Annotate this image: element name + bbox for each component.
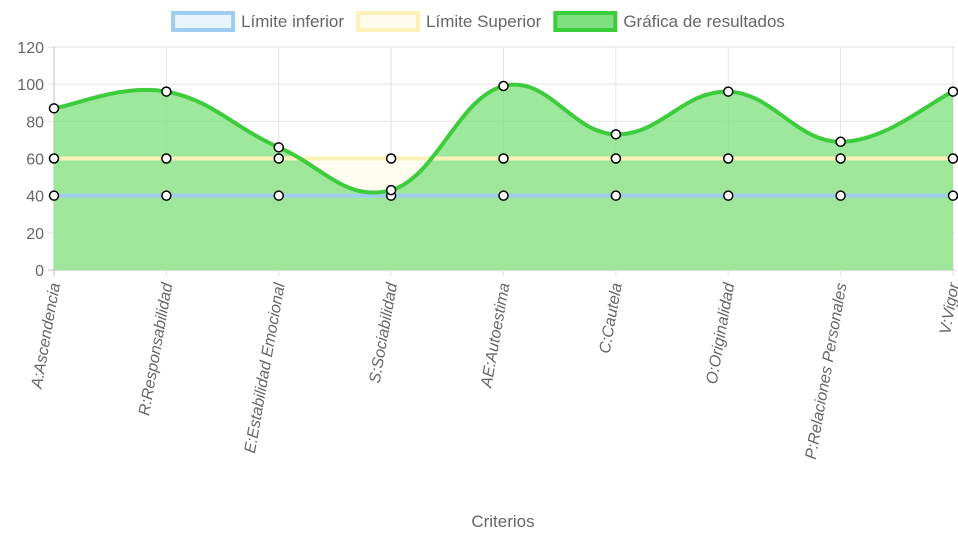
data-point[interactable] [610, 190, 622, 201]
x-axis-title: Criterios [471, 512, 534, 531]
data-point[interactable] [273, 142, 284, 153]
y-tick-label: 100 [17, 77, 44, 94]
data-point[interactable] [48, 190, 60, 201]
data-point[interactable] [947, 86, 958, 97]
data-point[interactable] [498, 153, 509, 164]
data-point[interactable] [161, 190, 172, 201]
x-tick-label: E:Estabilidad Emocional [242, 281, 289, 454]
data-point[interactable] [723, 86, 734, 97]
data-point[interactable] [48, 103, 60, 114]
legend: Límite inferior Límite Superior Gráfica de… [171, 11, 785, 32]
series-points [48, 80, 958, 201]
data-point[interactable] [385, 184, 397, 196]
legend-item-0[interactable]: Límite inferior [171, 11, 344, 32]
data-point[interactable] [723, 153, 734, 164]
data-point[interactable] [161, 86, 172, 97]
x-axis-ticks: A:Ascendencia R:Responsabilidad E:Estabili… [28, 281, 958, 461]
y-tick-label: 80 [26, 114, 44, 131]
data-point[interactable] [835, 190, 846, 201]
series-area-2 [54, 84, 953, 271]
data-point[interactable] [48, 153, 60, 164]
y-tick-label: 0 [35, 263, 44, 280]
x-tick-label: AE:Autoestima [478, 282, 513, 390]
y-axis-ticks: 0 20 40 60 80 100 120 [17, 40, 44, 280]
x-tick-label: C:Cautela [597, 282, 626, 355]
y-tick-label: 40 [26, 189, 44, 206]
data-point[interactable] [498, 80, 509, 92]
data-point[interactable] [161, 153, 172, 164]
x-tick-label: A:Ascendencia [28, 282, 63, 391]
y-tick-label: 120 [17, 40, 44, 57]
x-tick-label: O:Originalidad [704, 281, 739, 386]
legend-item-1[interactable]: Límite Superior [356, 11, 542, 32]
legend-label: Límite Superior [426, 12, 542, 31]
x-tick-label: S:Sociabilidad [367, 281, 402, 385]
legend-swatch [171, 11, 236, 32]
x-tick-label: V:Vigor [937, 281, 958, 336]
legend-item-2[interactable]: Gráfica de resultados [553, 11, 785, 32]
legend-swatch [356, 11, 421, 32]
y-tick-label: 60 [26, 152, 44, 169]
legend-swatch [553, 11, 618, 32]
y-tick-label: 20 [26, 226, 44, 243]
data-point[interactable] [947, 153, 958, 164]
data-point[interactable] [610, 129, 622, 140]
data-point[interactable] [610, 153, 622, 164]
data-point[interactable] [273, 190, 284, 201]
data-point[interactable] [273, 153, 284, 164]
data-point[interactable] [385, 153, 397, 164]
x-tick-label: R:Responsabilidad [136, 281, 176, 417]
legend-label: Gráfica de resultados [623, 12, 785, 31]
data-point[interactable] [835, 136, 846, 148]
x-tick-label: P:Relaciones Personales [803, 282, 851, 461]
data-point[interactable] [835, 153, 846, 164]
series-areas [54, 84, 953, 271]
data-point[interactable] [498, 190, 509, 201]
data-point[interactable] [947, 190, 958, 201]
legend-label: Límite inferior [241, 12, 344, 31]
data-point[interactable] [723, 190, 734, 201]
